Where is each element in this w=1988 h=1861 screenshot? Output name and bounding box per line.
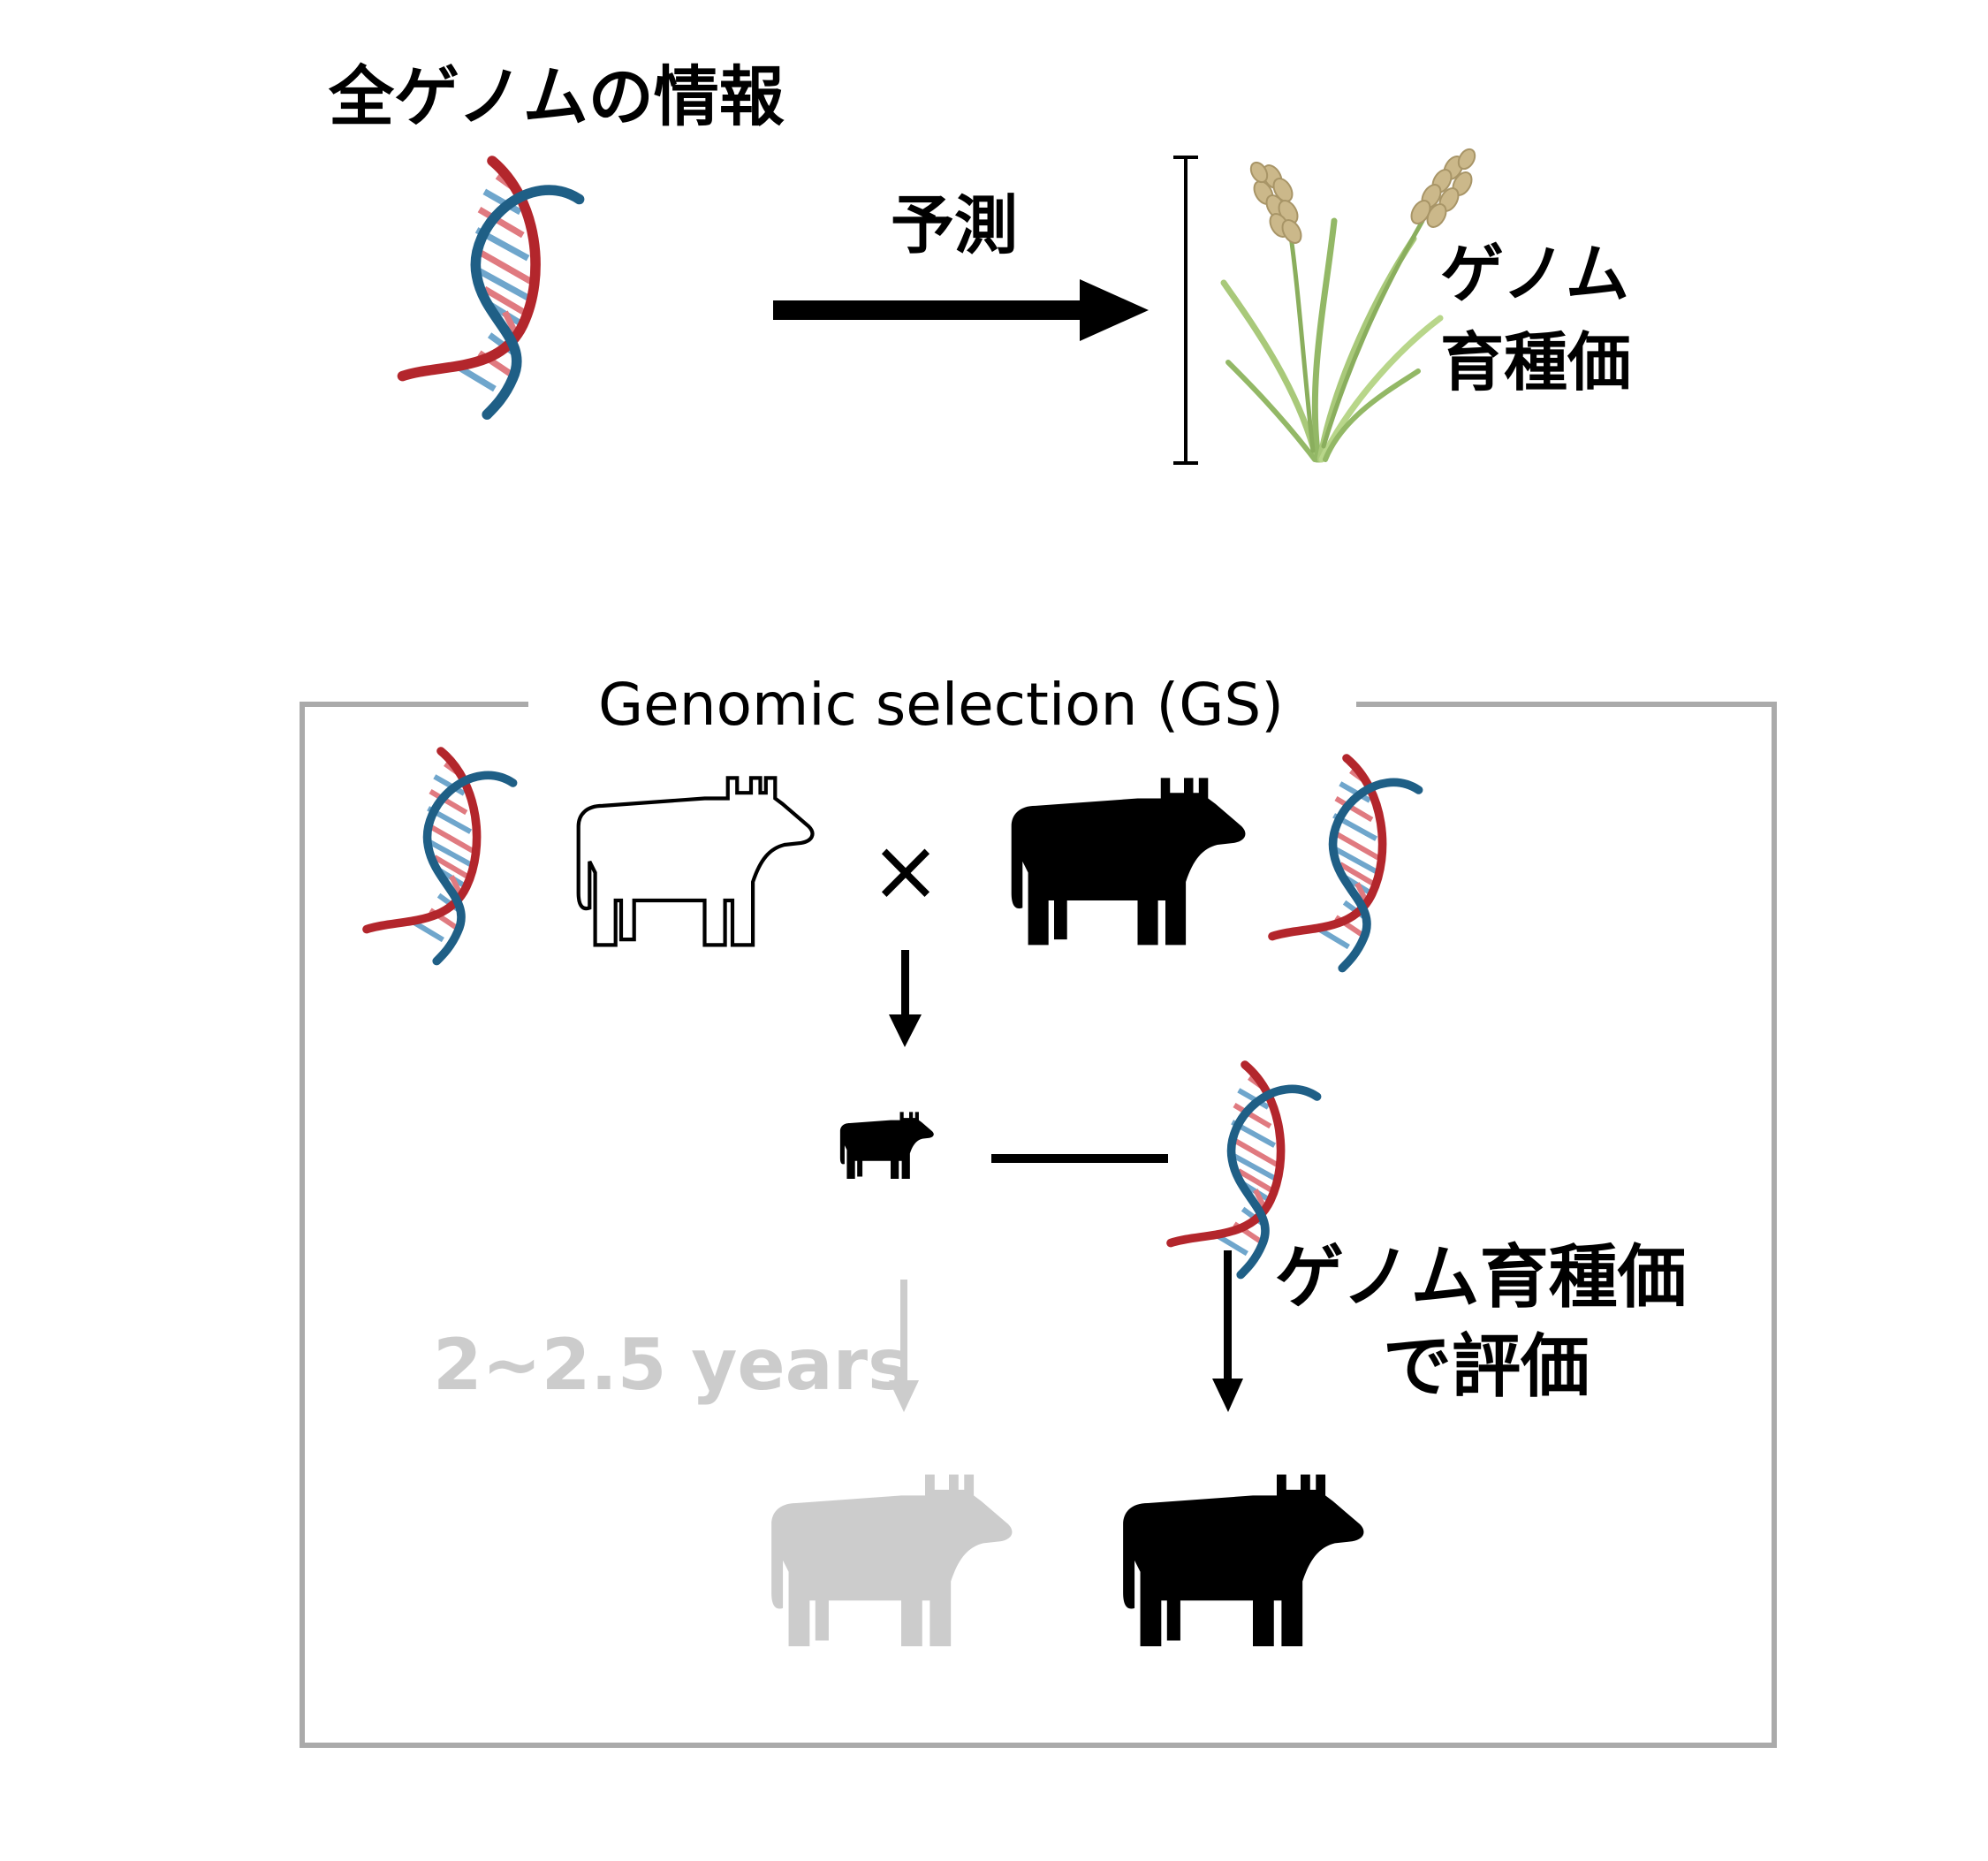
gebv-label-line1: ゲノム xyxy=(1440,237,1629,311)
gs-box-title: Genomic selection (GS) xyxy=(598,671,1284,739)
dna-icon xyxy=(403,161,580,414)
gebv-label-line2: 育種価 xyxy=(1440,325,1631,399)
range-bracket xyxy=(1173,156,1198,465)
calf-icon xyxy=(839,1112,934,1179)
cow-icon xyxy=(1011,778,1246,946)
cross-symbol: × xyxy=(870,821,941,920)
gs-box xyxy=(300,702,1777,1748)
connector-line xyxy=(991,1154,1168,1163)
predict-arrow-icon xyxy=(773,279,1149,341)
cow-icon xyxy=(1123,1474,1364,1647)
arrow-down-faded-icon xyxy=(889,1280,919,1412)
evaluate-label-line1: ゲノム育種価 xyxy=(1275,1238,1687,1318)
evaluate-label-line2: で評価 xyxy=(1383,1327,1590,1407)
dna-icon xyxy=(367,751,513,961)
predict-label: 予測 xyxy=(891,188,1018,262)
rice-plant-icon xyxy=(1220,148,1476,463)
arrow-down-icon xyxy=(1212,1250,1243,1412)
cow-outline-icon xyxy=(579,778,813,945)
cow-faded-icon xyxy=(771,1474,1013,1647)
arrow-down-icon xyxy=(889,950,922,1047)
years-label: 2~2.5 years xyxy=(433,1324,910,1406)
dna-icon xyxy=(1272,758,1419,968)
page-title: 全ゲノムの情報 xyxy=(328,59,785,135)
